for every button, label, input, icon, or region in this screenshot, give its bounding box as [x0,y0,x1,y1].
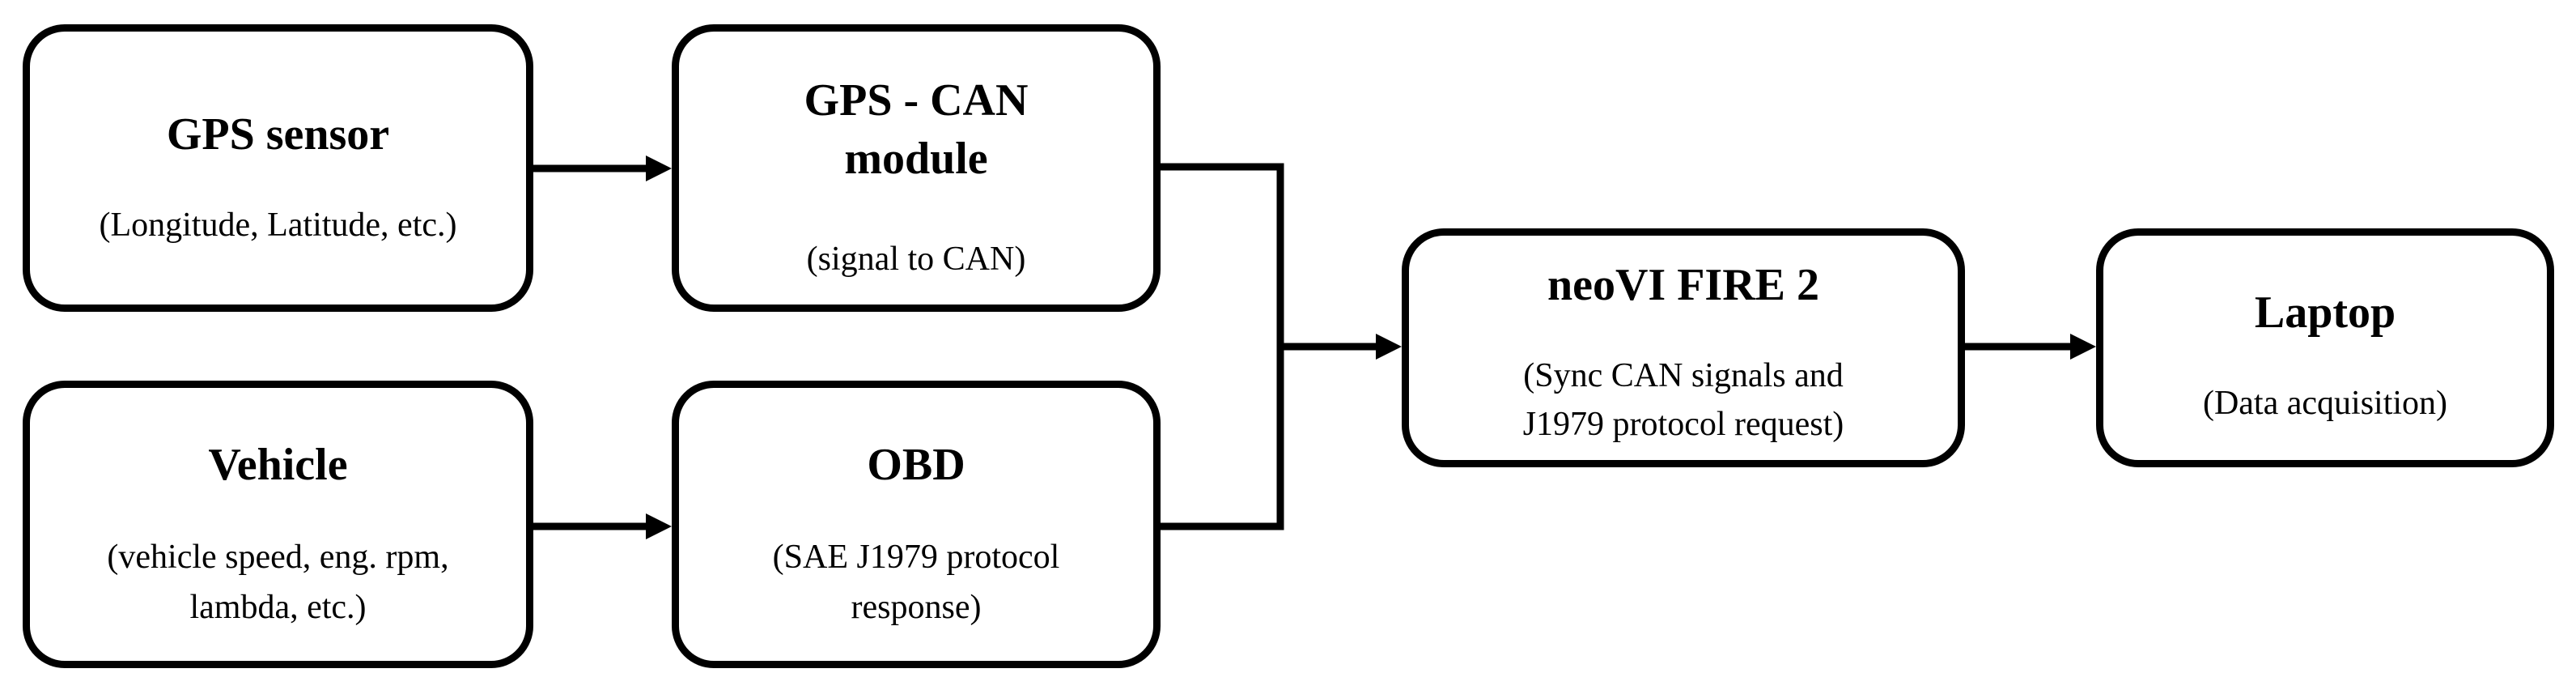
node-obd: OBD (SAE J1979 protocol response) [672,381,1161,668]
edge-neovi-to-laptop [1962,334,2096,360]
neovi-subtitle-line1: (Sync CAN signals and [1523,357,1844,394]
laptop-subtitle: (Data acquisition) [2202,385,2448,422]
vehicle-title: Vehicle [208,440,348,490]
vehicle-subtitle-line1: (vehicle speed, eng. rpm, [107,539,449,576]
laptop-title: Laptop [2254,288,2396,338]
gps-can-subtitle: (signal to CAN) [806,241,1026,278]
node-gps-sensor: GPS sensor (Longitude, Latitude, etc.) [23,24,533,312]
neovi-subtitle-line2: J1979 protocol request) [1522,406,1844,443]
edge-vehicle-to-obd [530,513,672,539]
node-neovi-fire-2: neoVI FIRE 2 (Sync CAN signals and J1979… [1402,228,1965,467]
edge-gps-sensor-to-gps-can [530,155,672,181]
gps-can-title-line1: GPS - CAN [804,75,1029,126]
gps-sensor-title: GPS sensor [166,109,390,160]
node-gps-can-module: GPS - CAN module (signal to CAN) [672,24,1161,312]
edge-merge-to-neovi [1157,163,1402,530]
obd-subtitle-line1: (SAE J1979 protocol [772,539,1060,576]
vehicle-subtitle-line2: lambda, etc.) [189,589,367,626]
node-laptop: Laptop (Data acquisition) [2096,228,2554,467]
node-vehicle: Vehicle (vehicle speed, eng. rpm, lambda… [23,381,533,668]
neovi-title: neoVI FIRE 2 [1547,260,1820,310]
obd-title: OBD [867,440,965,490]
gps-can-title-line2: module [844,134,988,184]
obd-subtitle-line2: response) [851,589,982,626]
gps-sensor-subtitle: (Longitude, Latitude, etc.) [99,207,457,244]
